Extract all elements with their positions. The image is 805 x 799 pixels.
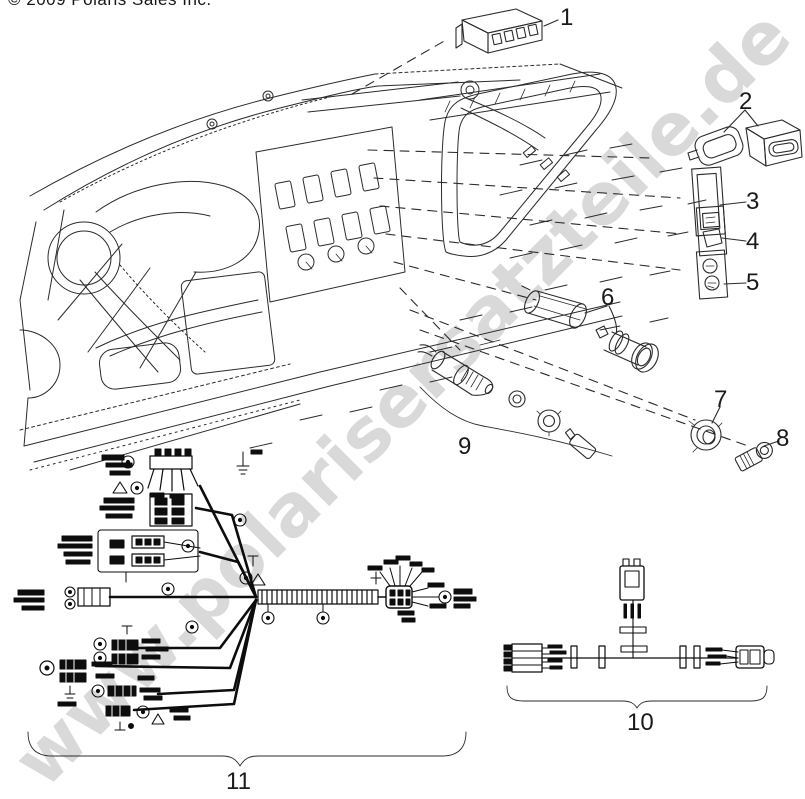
callout-7-leader xyxy=(711,406,721,424)
part-6-power-outlet xyxy=(521,285,659,373)
brace-11 xyxy=(27,731,467,767)
callout-9-brace xyxy=(419,386,613,457)
part-2-switch-bezel xyxy=(687,126,744,166)
harness-11-cluster-d xyxy=(13,571,175,611)
callout-1-leader xyxy=(543,19,559,27)
brace-10 xyxy=(506,685,768,709)
part-2-switch-housing xyxy=(723,109,803,167)
part-4-rocker-switch xyxy=(695,205,747,257)
part-1-connector-block xyxy=(455,8,559,54)
callout-5-leader xyxy=(723,282,747,285)
callout-2-leader xyxy=(723,109,759,133)
callout-4: 4 xyxy=(746,228,760,255)
callout-8-leader xyxy=(763,440,780,447)
harness-10 xyxy=(503,558,775,673)
part-7-grommet xyxy=(688,406,723,453)
dashboard-illustration xyxy=(19,63,707,471)
callout-1: 1 xyxy=(560,4,574,31)
leader-lines xyxy=(351,39,749,447)
callout-6-leader xyxy=(584,305,618,335)
callout-3-leader xyxy=(719,201,747,206)
part-9-washer xyxy=(508,390,526,408)
harness-11 xyxy=(13,448,477,731)
harness-11-cluster-a xyxy=(101,448,263,499)
callout-10: 10 xyxy=(627,709,654,736)
part-3-blank-plate xyxy=(691,166,747,237)
part-8-bulb-socket xyxy=(734,440,780,472)
callout-5: 5 xyxy=(746,269,760,296)
callout-9: 9 xyxy=(458,433,472,460)
callout-2: 2 xyxy=(739,88,753,115)
copyright-line: © 2009 Polaris Sales Inc. xyxy=(8,0,212,10)
callout-6: 6 xyxy=(601,284,615,311)
part-9-nut xyxy=(537,409,561,433)
harness-11-cluster-b xyxy=(99,481,247,527)
harness-11-cluster-e xyxy=(93,620,199,665)
callout-11: 11 xyxy=(226,768,251,795)
callout-3: 3 xyxy=(746,188,760,215)
part-5-light-switch xyxy=(695,249,747,300)
callout-7: 7 xyxy=(714,386,728,413)
part-9-ignition-switch xyxy=(417,344,613,460)
harness-11-cluster-c xyxy=(57,529,266,586)
part-9-key xyxy=(564,428,597,460)
harness-11-cluster-h xyxy=(105,705,191,731)
harness-11-cluster-g xyxy=(91,675,163,701)
harness-11-cluster-f xyxy=(39,659,115,707)
callout-4-leader xyxy=(721,237,747,242)
callout-8: 8 xyxy=(776,425,790,452)
